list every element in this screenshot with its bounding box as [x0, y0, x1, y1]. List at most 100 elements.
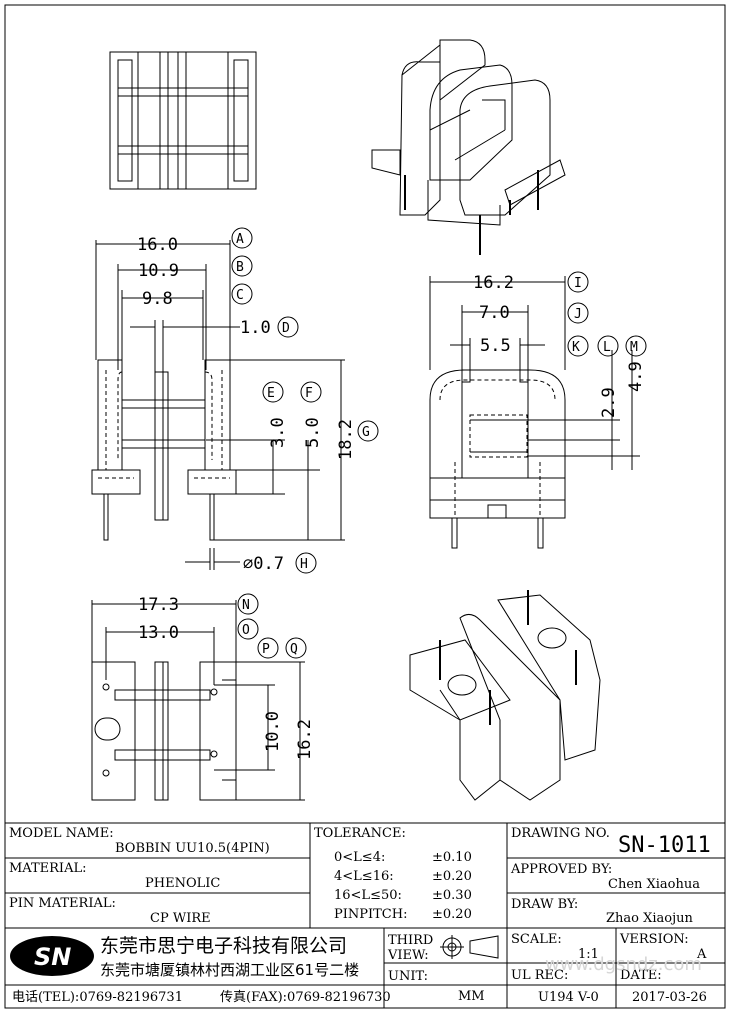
scale-value: 1:1	[578, 947, 599, 962]
svg-text:I: I	[574, 276, 582, 291]
marker-n: N	[237, 593, 259, 615]
dimension-labels: 16.0 10.9 9.8 1.0 3.0 5.0 18.2 ⌀0.7 16.2…	[137, 235, 646, 760]
approved-label: APPROVED BY:	[510, 862, 612, 877]
svg-text:N: N	[242, 598, 250, 613]
svg-text:L: L	[603, 340, 611, 355]
iso-view-top	[371, 39, 566, 255]
third-view-label-1: THIRD	[388, 933, 433, 948]
svg-text:D: D	[282, 321, 290, 336]
unit-label: UNIT:	[388, 969, 428, 984]
dim-13-0: 13.0	[138, 623, 179, 643]
date-label: DATE:	[620, 968, 662, 983]
scale-label: SCALE:	[511, 932, 562, 947]
dim-16-2-bottom: 16.2	[295, 719, 315, 760]
marker-o: O	[237, 618, 259, 640]
marker-g: G	[357, 420, 379, 442]
tol-range-4: PINPITCH:	[334, 907, 407, 922]
date-value: 2017-03-26	[632, 990, 707, 1005]
sheet-border	[4, 4, 726, 1009]
material-value: PHENOLIC	[145, 876, 220, 891]
model-name-label: MODEL NAME:	[9, 826, 114, 841]
marker-c: C	[231, 283, 253, 305]
company-logo-text: SN	[34, 943, 71, 971]
tolerance-label: TOLERANCE:	[314, 826, 406, 841]
company-tel: 电话(TEL):0769-82196731	[12, 990, 183, 1005]
svg-text:E: E	[267, 386, 275, 401]
tol-val-4: ±0.20	[432, 907, 472, 922]
side-view	[429, 276, 640, 549]
tol-range-3: 16<L≤50:	[334, 888, 402, 903]
approved-value: Chen Xiaohua	[608, 877, 700, 892]
dim-16-0: 16.0	[137, 235, 178, 255]
dim-7-0: 7.0	[479, 303, 510, 323]
dim-5-0: 5.0	[303, 417, 323, 448]
dim-0-7: ⌀0.7	[243, 554, 284, 574]
marker-k: K	[567, 335, 589, 357]
dim-3-0: 3.0	[268, 417, 288, 448]
top-view	[109, 51, 257, 190]
dim-17-3: 17.3	[138, 595, 179, 615]
dim-4-9: 4.9	[626, 361, 646, 392]
marker-a: A	[231, 227, 253, 249]
svg-text:H: H	[300, 557, 308, 572]
draw-by-label: DRAW BY:	[511, 897, 578, 912]
bottom-view	[91, 600, 305, 801]
marker-d: D	[277, 316, 299, 338]
pin-material-label: PIN MATERIAL:	[9, 896, 116, 911]
svg-text:J: J	[574, 307, 582, 322]
company-address-cn: 东莞市塘厦镇林村西湖工业区61号二楼	[100, 961, 359, 979]
marker-e: E	[262, 381, 284, 403]
dim-18-2: 18.2	[336, 419, 356, 460]
svg-text:B: B	[236, 260, 244, 275]
version-label: VERSION:	[619, 932, 689, 947]
iso-view-bottom	[409, 590, 601, 801]
marker-h: H	[295, 552, 317, 574]
draw-by-value: Zhao Xiaojun	[606, 911, 694, 926]
dim-1-0: 1.0	[240, 318, 271, 338]
svg-text:M: M	[630, 340, 638, 355]
svg-text:F: F	[305, 386, 313, 401]
svg-text:Q: Q	[290, 642, 298, 657]
marker-i: I	[567, 271, 589, 293]
svg-text:G: G	[362, 425, 370, 440]
svg-text:P: P	[262, 642, 270, 657]
svg-text:C: C	[236, 288, 244, 303]
model-name-value: BOBBIN UU10.5(4PIN)	[115, 841, 270, 856]
company-logo	[10, 936, 94, 976]
marker-m: M	[625, 335, 647, 357]
tol-range-1: 0<L≤4:	[334, 850, 385, 865]
marker-p: P	[257, 637, 279, 659]
version-value: A	[696, 947, 707, 962]
svg-text:A: A	[236, 232, 244, 247]
svg-text:O: O	[242, 623, 250, 638]
dim-16-2-side: 16.2	[473, 273, 514, 293]
ul-rec-value: U194 V-0	[538, 990, 599, 1005]
title-block: MODEL NAME: BOBBIN UU10.5(4PIN) MATERIAL…	[5, 822, 725, 1008]
pin-material-value: CP WIRE	[150, 911, 211, 926]
ul-rec-label: UL REC:	[511, 968, 568, 983]
tol-val-1: ±0.10	[432, 850, 472, 865]
dim-9-8: 9.8	[142, 289, 173, 309]
marker-q: Q	[285, 637, 307, 659]
third-view-label-2: VIEW:	[387, 948, 429, 963]
company-fax: 传真(FAX):0769-82196730	[220, 990, 391, 1005]
watermark: www.dgsndz.com	[545, 954, 702, 975]
material-label: MATERIAL:	[9, 861, 86, 876]
tol-range-2: 4<L≤16:	[334, 869, 394, 884]
marker-j: J	[567, 302, 589, 324]
drawing-no-label: DRAWING NO.	[511, 826, 610, 841]
dim-2-9: 2.9	[599, 387, 619, 418]
dim-10-0: 10.0	[263, 711, 283, 752]
marker-f: F	[300, 381, 322, 403]
projection-symbol-icon	[440, 935, 499, 959]
svg-text:K: K	[572, 340, 580, 355]
unit-value: MM	[458, 989, 485, 1004]
dim-5-5: 5.5	[480, 336, 511, 356]
drawing-no-value: SN-1011	[618, 833, 711, 858]
dim-10-9: 10.9	[138, 261, 179, 281]
marker-b: B	[231, 255, 253, 277]
company-name-cn: 东莞市思宁电子科技有限公司	[100, 935, 347, 957]
marker-l: L	[597, 335, 619, 357]
front-view	[91, 240, 345, 570]
